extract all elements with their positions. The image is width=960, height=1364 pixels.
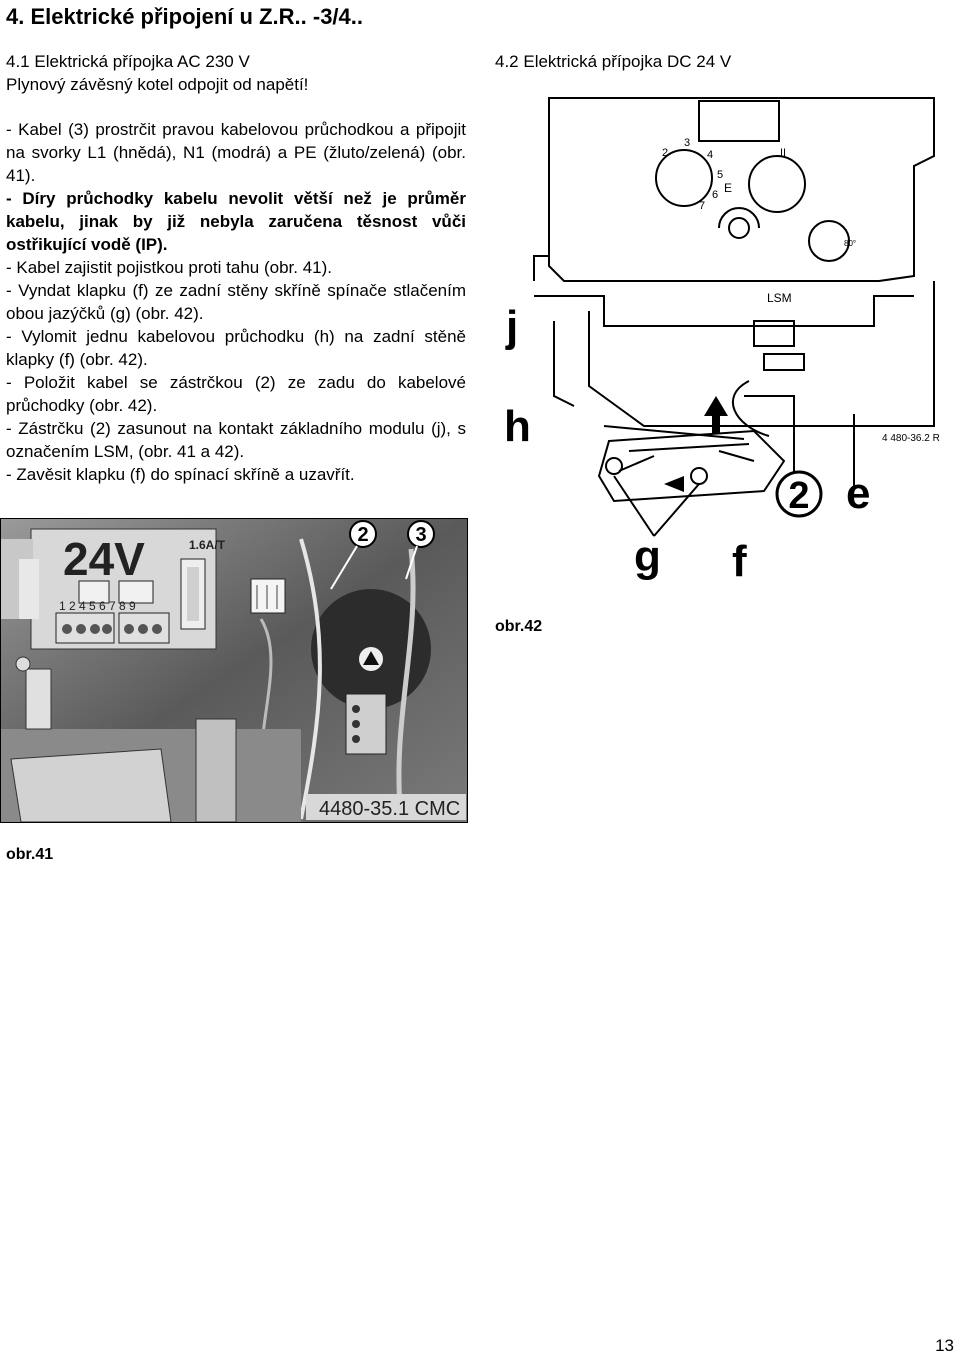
label-ii: II	[780, 147, 786, 159]
figure-42-code: 4 480-36.2 R	[882, 433, 940, 444]
figure-41-photo: 24V 1.6A/T 1 2 4 5 6 7 8 9	[0, 518, 468, 823]
list-item: - Zavěsit klapku (f) do spínací skříně a…	[6, 465, 355, 484]
page-title: 4. Elektrické připojení u Z.R.. -3/4..	[6, 4, 363, 29]
label-24v: 24V	[63, 533, 145, 585]
label-f: f	[732, 537, 747, 586]
instruction-list: - Kabel (3) prostrčit pravou kabelovou p…	[6, 118, 466, 486]
list-item: - Díry průchodky kabelu nevolit větší ne…	[6, 189, 466, 254]
list-item: - Kabel (3) prostrčit pravou kabelovou p…	[6, 120, 466, 185]
figure-42-caption: obr.42	[495, 618, 543, 635]
figure-41-code: 4480-35.1 CMC	[319, 798, 460, 820]
label-lsm: LSM	[767, 291, 792, 305]
dial-number: 3	[684, 137, 690, 149]
warning-subheading: Plynový závěsný kotel odpojit od napětí!	[6, 75, 309, 94]
label-fuse: 1.6A/T	[189, 538, 226, 552]
dial-number: 2	[662, 147, 668, 159]
label-h: h	[504, 402, 531, 451]
figure-41-caption: obr.41	[6, 846, 54, 863]
callout-2: 2	[357, 524, 368, 546]
dial-number: 7	[699, 200, 705, 212]
list-item: - Zástrčku (2) zasunout na kontakt zákla…	[6, 419, 466, 461]
label-e-small: E	[724, 181, 732, 195]
section-heading-dc: 4.2 Elektrická přípojka DC 24 V	[495, 52, 732, 71]
section-heading-ac: 4.1 Elektrická přípojka AC 230 V	[6, 52, 250, 71]
label-g: g	[634, 532, 661, 581]
list-item: - Kabel zajistit pojistkou proti tahu (o…	[6, 258, 332, 277]
label-e: e	[846, 469, 870, 518]
list-item: - Vyndat klapku (f) ze zadní stěny skřín…	[6, 281, 466, 323]
list-item: - Položit kabel se zástrčkou (2) ze zadu…	[6, 373, 466, 415]
dial-number: 4	[707, 149, 713, 161]
label-80: 80°	[844, 239, 856, 248]
callout-2: 2	[788, 475, 809, 517]
dial-number: 5	[717, 169, 723, 181]
callout-3: 3	[415, 524, 426, 546]
list-item: - Vylomit jednu kabelovou průchodku (h) …	[6, 327, 466, 369]
figure-42-drawing: 2 3 4 5 6 7 E II 80° LSM j h 4 480-36.2 …	[494, 96, 960, 593]
terminal-numbers: 1 2 4 5 6 7 8 9	[59, 599, 136, 613]
dial-number: 6	[712, 189, 718, 201]
page-number: 13	[935, 1336, 954, 1355]
label-j: j	[505, 302, 518, 351]
